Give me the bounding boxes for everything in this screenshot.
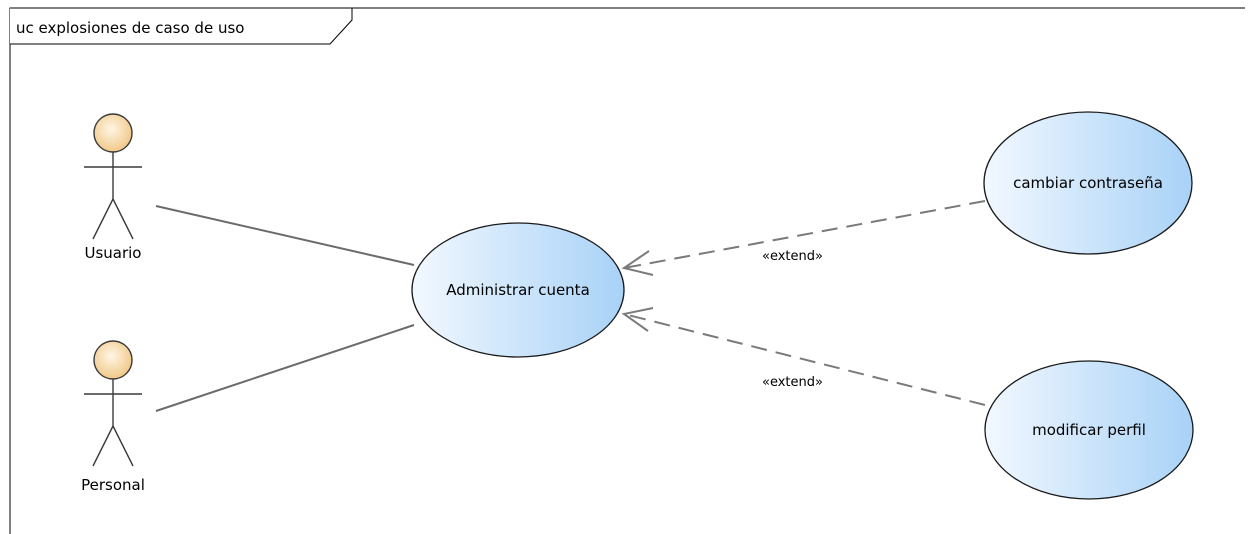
use-case-label: Administrar cuenta	[446, 281, 590, 299]
extend-label: «extend»	[762, 249, 823, 264]
actor-usuario[interactable]: Usuario	[84, 113, 142, 262]
frame-title: uc explosiones de caso de uso	[16, 19, 244, 37]
actor-head-icon	[93, 113, 133, 153]
association-personal[interactable]	[155, 324, 415, 412]
frame-tab	[10, 7, 353, 45]
use-case-modificar-perfil[interactable]: modificar perfil	[984, 360, 1194, 500]
actor-personal[interactable]: Personal	[81, 340, 145, 494]
actor-head-icon	[93, 340, 133, 380]
diagram-frame: uc explosiones de caso de uso	[9, 7, 1245, 534]
use-case-label: cambiar contraseña	[1013, 174, 1163, 192]
actor-label: Usuario	[84, 244, 141, 262]
association-usuario[interactable]	[155, 205, 415, 266]
use-case-administrar-cuenta[interactable]: Administrar cuenta	[411, 222, 625, 358]
arrowhead-icon	[621, 250, 654, 276]
use-case-label: modificar perfil	[1032, 421, 1146, 439]
extend-relation-cambiar-contrasena[interactable]	[621, 200, 986, 276]
actor-label: Personal	[81, 476, 145, 494]
extend-relation-modificar-perfil[interactable]	[621, 307, 986, 406]
arrowhead-icon	[621, 307, 654, 332]
use-case-cambiar-contrasena[interactable]: cambiar contraseña	[983, 111, 1193, 255]
extend-label: «extend»	[762, 375, 823, 390]
